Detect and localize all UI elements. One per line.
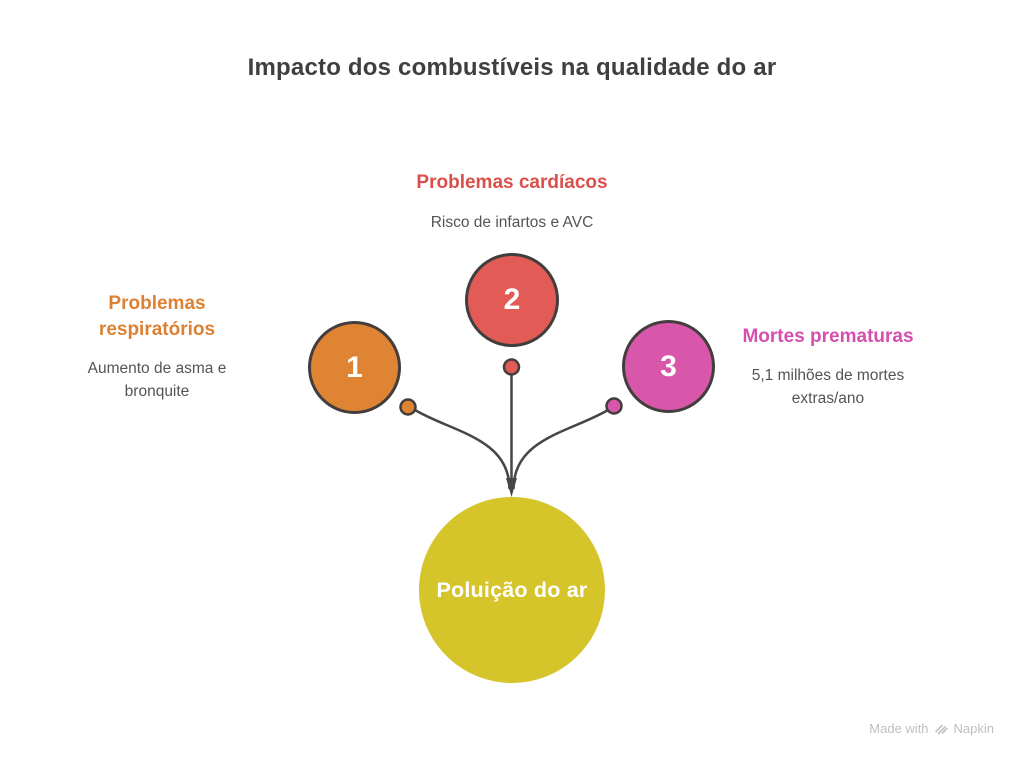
brand-label: Napkin [953, 721, 994, 736]
napkin-logo-icon [934, 724, 948, 734]
center-node-label: Poluição do ar [436, 577, 588, 602]
center-node-air-pollution: Poluição do ar [419, 497, 605, 683]
footer-credit: Made with Napkin [869, 721, 994, 736]
branch-premature-title: Mortes prematuras [742, 326, 914, 347]
dot-premature [605, 397, 623, 415]
made-with-label: Made with [869, 721, 929, 736]
branch-respiratory-text: Problemas respiratórios Aumento de asma … [57, 291, 257, 403]
circle-premature: 3 [622, 320, 715, 413]
connector-left-curve [414, 408, 511, 490]
circle-premature-number: 3 [660, 349, 677, 383]
circle-respiratory-number: 1 [346, 350, 363, 384]
circle-respiratory: 1 [308, 321, 401, 414]
branch-premature-description: 5,1 milhões de mortes extras/ano [751, 367, 905, 407]
diagram-title: Impacto dos combustíveis na qualidade do… [247, 54, 777, 81]
circle-cardiac: 2 [465, 253, 559, 347]
circle-cardiac-number: 2 [503, 283, 521, 316]
branch-respiratory-description: Aumento de asma e bronquite [87, 360, 227, 400]
branch-respiratory-title: Problemas respiratórios [98, 293, 216, 340]
connector-right-curve [512, 408, 609, 490]
dot-cardiac [502, 358, 521, 376]
dot-respiratory [399, 398, 417, 416]
arrowhead-icon [506, 478, 517, 497]
branch-cardiac-title: Problemas cardíacos [416, 172, 608, 193]
branch-premature-text: Mortes prematuras 5,1 milhões de mortes … [728, 324, 928, 410]
branch-cardiac-text: Problemas cardíacos Risco de infartos e … [352, 170, 672, 234]
branch-cardiac-description: Risco de infartos e AVC [430, 214, 594, 231]
